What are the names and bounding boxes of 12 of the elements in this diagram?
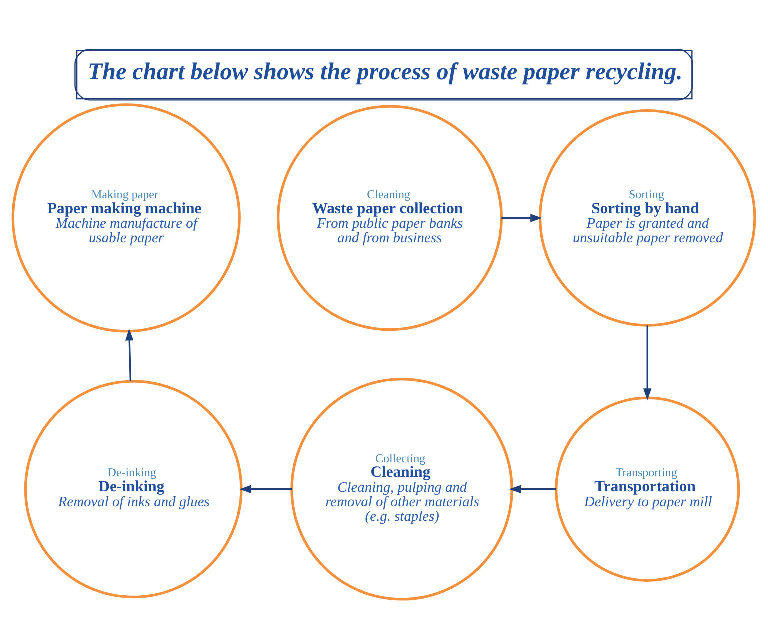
node-circle: Making paper Paper making machine Machine manufacture of usable paper (12, 104, 241, 333)
arrow (126, 328, 134, 382)
arrow (509, 485, 556, 494)
diagram-title: The chart below shows the process of waste paper recycling. (88, 60, 683, 86)
node-circle: Cleaning Waste paper collection From public paper banks and from business (277, 105, 503, 332)
node-circle: Transporting Transportation Delivery to paper mill (555, 396, 740, 582)
node-circle: Sorting Sorting by hand Paper is granted and unsuitable paper removed (538, 110, 756, 327)
arrow (502, 214, 542, 222)
node-circle: De-inking De-inking Removal of inks and glues (24, 380, 243, 599)
arrow (240, 485, 292, 494)
node-circle: Collecting Cleaning Cleaning, pulping and removal of other materials (e.g. staples) (290, 378, 514, 601)
arrow (643, 326, 652, 400)
